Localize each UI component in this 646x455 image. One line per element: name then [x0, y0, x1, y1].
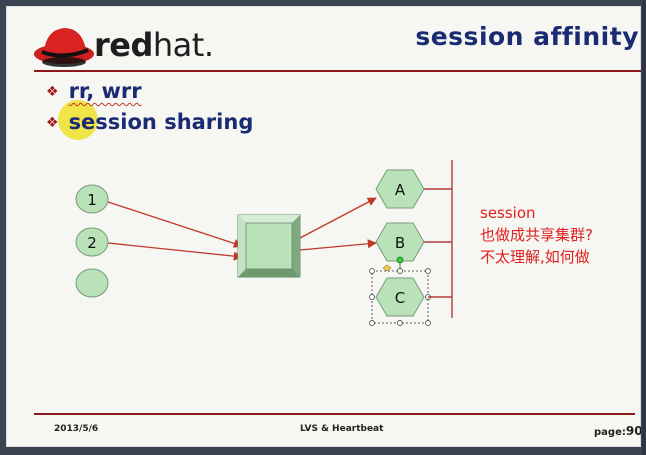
client-label-2: 2 — [87, 234, 97, 252]
footer-date: 2013/5/6 — [54, 424, 99, 434]
footer-title: LVS & Heartbeat — [300, 424, 384, 434]
resize-handles[interactable] — [369, 268, 431, 326]
server-label-c: C — [395, 289, 405, 307]
arrow-balancer-serverA — [299, 197, 377, 239]
diamond-bullet-icon: ❖ — [46, 115, 59, 131]
load-balancer-diagram: 1 2 A — [75, 160, 453, 326]
arrow-balancer-serverB — [299, 239, 377, 251]
rotate-handle[interactable] — [396, 256, 404, 264]
diamond-bullet-icon: ❖ — [46, 84, 59, 100]
footer-divider — [34, 413, 635, 415]
window-edge — [642, 0, 646, 455]
header-divider — [34, 70, 641, 72]
annotation-note: session 也做成共享集群? 不太理解,如何做 — [480, 204, 593, 266]
adjust-handle[interactable] — [382, 264, 392, 272]
server-bus — [424, 160, 453, 318]
server-node-c-selected[interactable]: C — [369, 256, 431, 326]
slide-title: session affinity — [415, 22, 639, 51]
client-node-1: 1 — [75, 184, 109, 214]
client-node-2: 2 — [75, 227, 109, 257]
load-balancer-box — [237, 214, 301, 278]
bullet-rr-wrr: ❖rr, wrr — [46, 79, 142, 103]
server-label-b: B — [395, 234, 405, 252]
redhat-logo-icon — [34, 28, 94, 67]
client-node-3 — [75, 268, 109, 298]
slide: redhat. session affinity ❖rr, wrr ❖sessi… — [6, 6, 641, 447]
server-node-b: B — [375, 222, 425, 262]
arrow-client1-balancer — [107, 201, 243, 248]
footer-page: page:90 — [594, 424, 641, 438]
bullet-session-sharing: ❖session sharing — [46, 110, 254, 134]
server-node-a: A — [375, 169, 425, 209]
redhat-wordmark: redhat. — [94, 26, 214, 64]
client-label-1: 1 — [87, 191, 97, 209]
server-label-a: A — [395, 181, 406, 199]
arrow-client2-balancer — [107, 242, 243, 261]
pointer-highlight — [58, 100, 98, 140]
